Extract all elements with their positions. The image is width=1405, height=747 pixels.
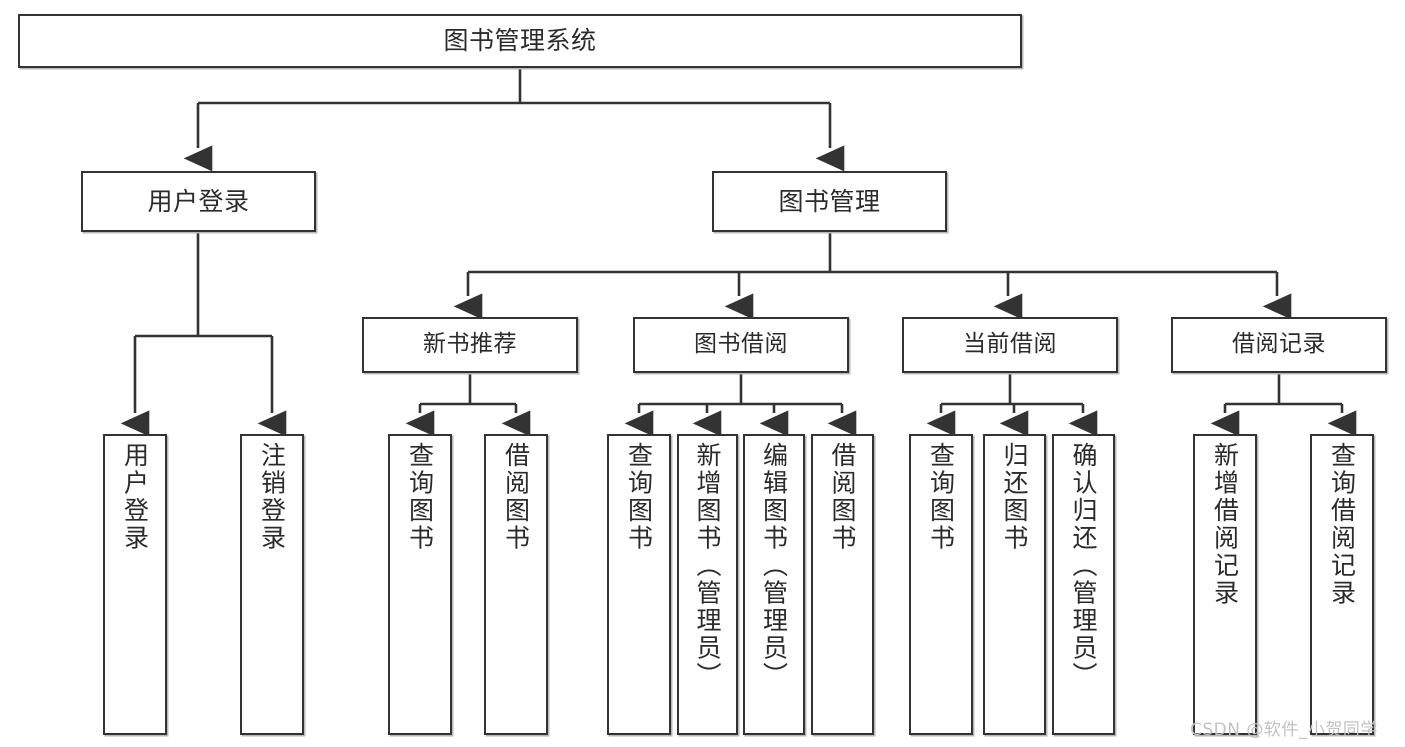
node-user-login[interactable]: 用户登录 xyxy=(81,171,316,232)
node-label: 用户登录 xyxy=(147,186,250,216)
node-label: 新书推荐 xyxy=(423,331,517,358)
node-label: 图书借阅 xyxy=(694,331,788,358)
node-label: 用户登录 xyxy=(120,442,150,552)
node-label: 图书管理系统 xyxy=(443,26,597,55)
node-leaf-confirm-return-admin[interactable]: 确认归还（管理员） xyxy=(1052,434,1115,735)
node-root-system[interactable]: 图书管理系统 xyxy=(18,14,1022,68)
node-leaf-query-book-borrow[interactable]: 查询图书 xyxy=(607,434,671,735)
node-new-book-recommend[interactable]: 新书推荐 xyxy=(362,317,578,373)
node-leaf-user-logout[interactable]: 注销登录 xyxy=(240,434,304,735)
node-leaf-add-book-admin[interactable]: 新增图书（管理员） xyxy=(677,434,738,735)
node-leaf-borrow-book[interactable]: 借阅图书 xyxy=(811,434,874,735)
node-label: 借阅图书 xyxy=(501,442,531,552)
node-leaf-add-borrow-record[interactable]: 新增借阅记录 xyxy=(1193,434,1257,735)
node-leaf-query-book-current[interactable]: 查询图书 xyxy=(909,434,973,735)
node-label: 图书管理 xyxy=(778,186,881,216)
node-label: 确认归还（管理员） xyxy=(1069,442,1098,690)
node-label: 查询图书 xyxy=(624,442,654,552)
node-leaf-edit-book-admin[interactable]: 编辑图书（管理员） xyxy=(743,434,805,735)
node-leaf-query-book-recommend[interactable]: 查询图书 xyxy=(388,434,452,735)
node-label: 新增借阅记录 xyxy=(1210,442,1240,607)
node-book-manage[interactable]: 图书管理 xyxy=(712,171,947,232)
node-label: 查询图书 xyxy=(405,442,435,552)
node-label: 借阅记录 xyxy=(1232,331,1326,358)
node-label: 编辑图书（管理员） xyxy=(759,442,789,690)
node-label: 新增图书（管理员） xyxy=(693,442,722,690)
node-label: 查询借阅记录 xyxy=(1327,442,1357,607)
node-label: 当前借阅 xyxy=(963,331,1057,358)
node-label: 注销登录 xyxy=(257,442,287,552)
node-label: 查询图书 xyxy=(926,442,956,552)
node-leaf-query-borrow-record[interactable]: 查询借阅记录 xyxy=(1310,434,1374,735)
node-book-borrow[interactable]: 图书借阅 xyxy=(633,317,849,373)
node-leaf-return-book[interactable]: 归还图书 xyxy=(983,434,1046,735)
node-borrow-record[interactable]: 借阅记录 xyxy=(1171,317,1387,373)
node-leaf-borrow-book-recommend[interactable]: 借阅图书 xyxy=(484,434,548,735)
node-label: 借阅图书 xyxy=(828,442,857,552)
node-label: 归还图书 xyxy=(1000,442,1029,552)
node-leaf-user-login[interactable]: 用户登录 xyxy=(103,434,167,735)
node-current-borrow[interactable]: 当前借阅 xyxy=(902,317,1118,373)
